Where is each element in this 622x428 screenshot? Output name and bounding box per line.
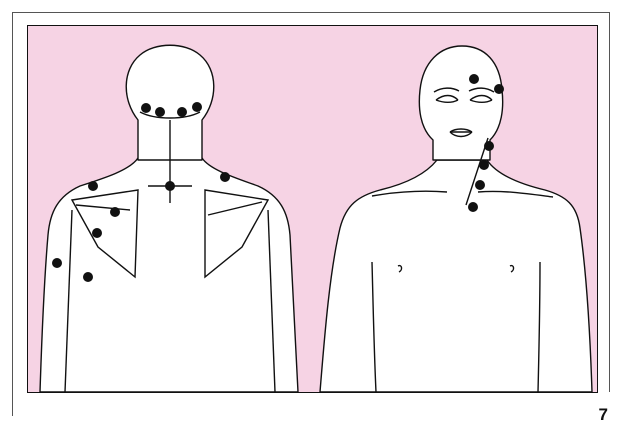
frame-top-border: [12, 12, 610, 13]
point-clavicle: [468, 202, 478, 212]
point-occiput-2: [155, 107, 165, 117]
point-left-shoulder: [88, 181, 98, 191]
frame-right-border: [609, 12, 610, 392]
point-left-scapula-lower: [92, 228, 102, 238]
point-left-scapula-upper: [110, 207, 120, 217]
point-right-shoulder: [220, 172, 230, 182]
point-cervical-spine: [165, 181, 175, 191]
back-view-torso: [40, 158, 298, 392]
point-neck-middle: [479, 160, 489, 170]
point-temple: [494, 84, 504, 94]
point-left-arm-inner: [83, 272, 93, 282]
point-occiput-1: [141, 103, 151, 113]
point-occiput-3: [177, 107, 187, 117]
point-forehead: [469, 74, 479, 84]
point-neck-lower: [475, 180, 485, 190]
page-number: 7: [599, 405, 608, 425]
point-neck-upper: [484, 141, 494, 151]
point-left-upper-arm: [52, 258, 62, 268]
point-occiput-4: [192, 102, 202, 112]
frame-left-border: [12, 12, 13, 416]
anatomy-figure: [27, 25, 598, 393]
